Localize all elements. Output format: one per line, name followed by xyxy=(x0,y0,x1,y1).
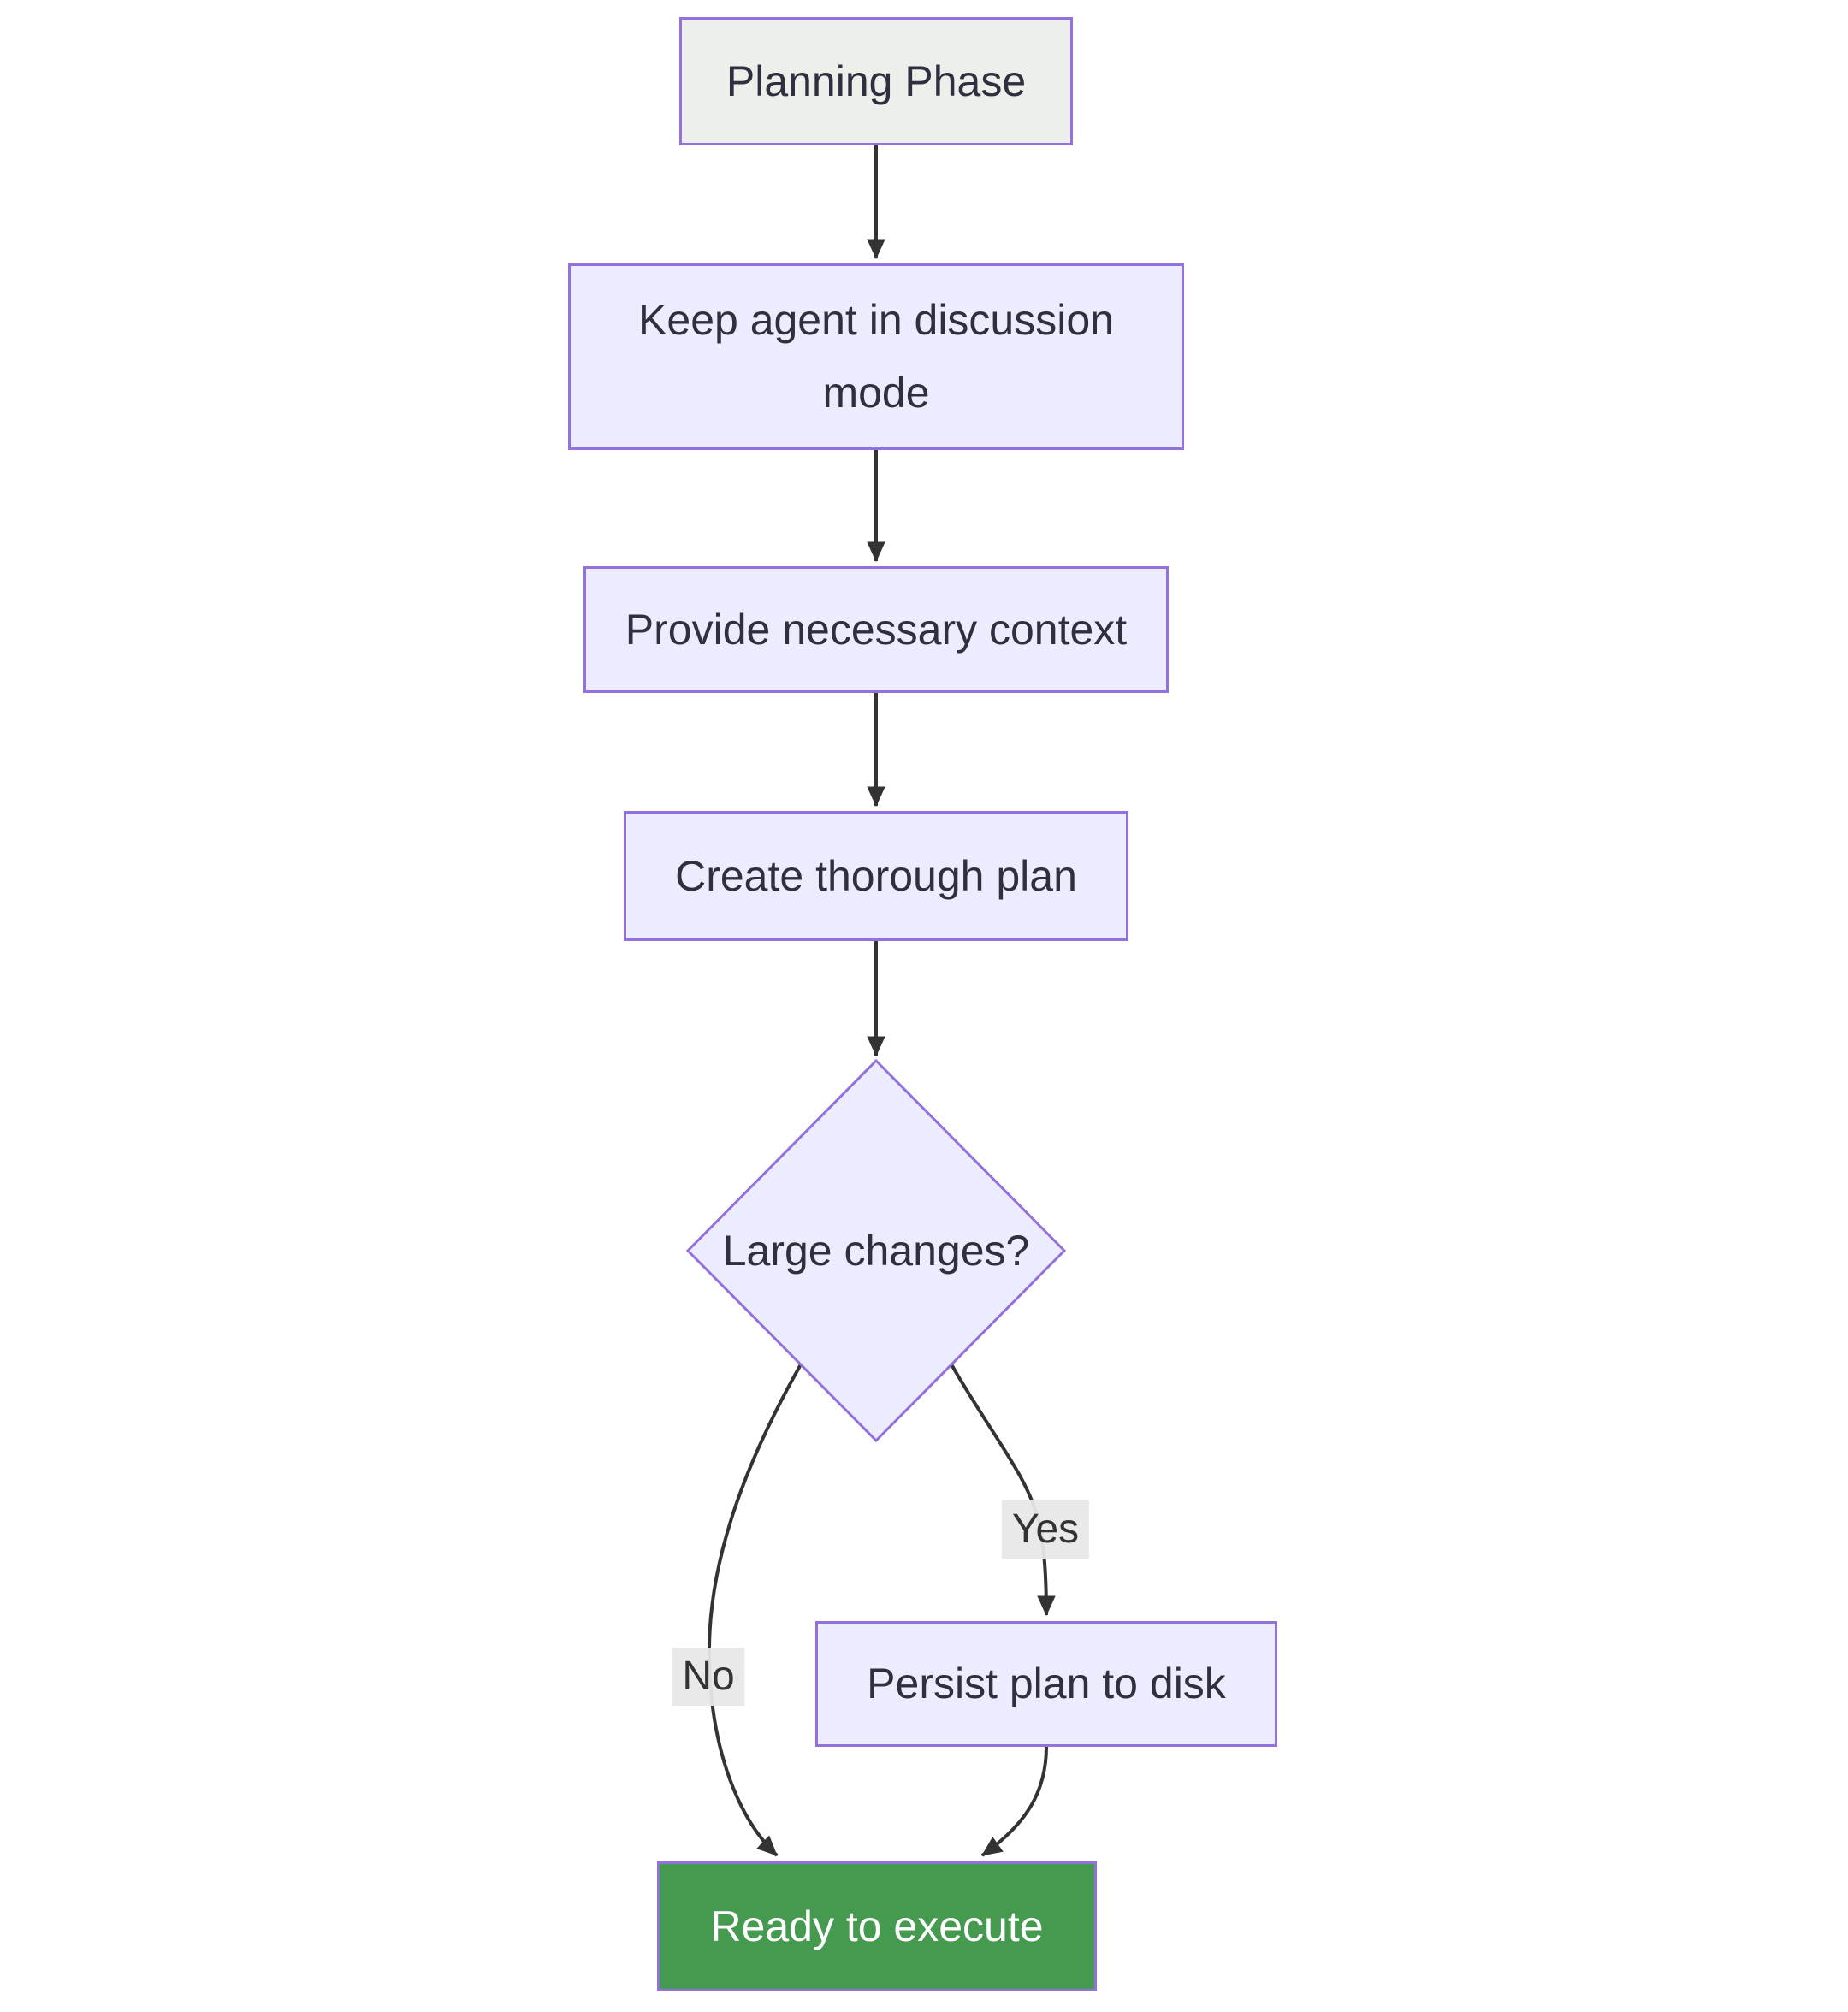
edge-decision-yes-to-persist xyxy=(950,1364,1056,1617)
edge-decision-no-to-ready xyxy=(707,1364,803,1857)
node-keep-discussion-mode: Keep agent in discussion mode xyxy=(568,263,1184,450)
node-create-plan: Create thorough plan xyxy=(624,811,1128,941)
node-provide-context-label: Provide necessary context xyxy=(625,605,1128,654)
node-keep-discussion-mode-label: Keep agent in discussion mode xyxy=(638,296,1114,417)
node-large-changes-label: Large changes? xyxy=(722,1227,1030,1275)
edge-label-yes: Yes xyxy=(1001,1500,1090,1559)
node-ready-execute: Ready to execute xyxy=(657,1861,1097,1991)
node-provide-context: Provide necessary context xyxy=(583,566,1169,693)
node-planning-phase-label: Planning Phase xyxy=(726,56,1027,105)
node-persist-plan-label: Persist plan to disk xyxy=(867,1660,1226,1707)
node-persist-plan: Persist plan to disk xyxy=(815,1621,1277,1747)
edge-label-no: No xyxy=(672,1648,745,1706)
node-create-plan-label: Create thorough plan xyxy=(675,851,1077,900)
node-large-changes-shape xyxy=(685,1058,1067,1443)
edge-persist-to-ready xyxy=(980,1746,1048,1857)
node-planning-phase: Planning Phase xyxy=(679,17,1073,145)
node-ready-execute-label: Ready to execute xyxy=(710,1902,1044,1950)
